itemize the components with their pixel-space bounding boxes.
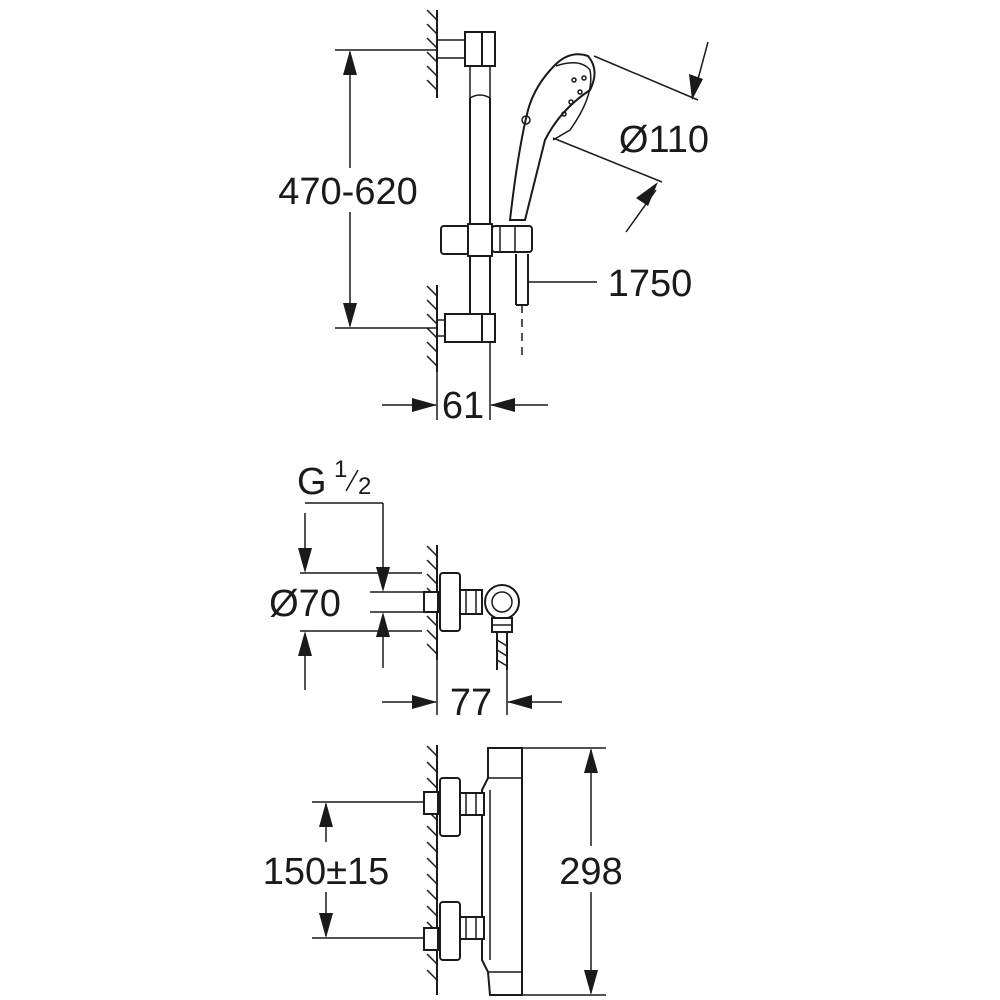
mixer-body — [481, 747, 523, 996]
dim-connection-spacing — [312, 801, 424, 939]
shower-rail — [469, 94, 491, 318]
dim-label-thread-numerator: 1 — [334, 456, 347, 483]
mixer-connection-upper — [423, 777, 485, 837]
dim-handshower-diameter — [552, 41, 709, 233]
rail-bracket-bottom — [437, 313, 496, 343]
dim-label-flange-diameter: Ø70 — [269, 583, 341, 625]
dim-label-wall-projection: 61 — [442, 385, 484, 427]
dim-label-height: 298 — [559, 851, 622, 893]
dim-label-thread-denominator: 2 — [358, 473, 371, 500]
dim-depth — [382, 660, 562, 715]
dim-label-connection-spacing: 150±15 — [263, 851, 390, 893]
wall-hatch-top — [426, 9, 438, 98]
mixer-connection-lower — [423, 901, 485, 961]
wall-hatch-bottom-view — [426, 745, 438, 995]
mixer-side-view: 150±15 298 — [263, 745, 623, 996]
dim-label-hose-length: 1750 — [608, 263, 693, 305]
dim-label-rail-height: 470-620 — [278, 171, 417, 213]
rail-bracket-top — [437, 31, 496, 98]
fraction-slash — [345, 469, 359, 492]
handshower-holder — [440, 223, 533, 257]
mixer-top-view: G 1 2 Ø70 77 — [269, 456, 562, 724]
dim-height — [522, 747, 606, 996]
dim-rail-height — [335, 49, 437, 329]
shower-hose — [515, 254, 529, 358]
dim-flange-diameter — [298, 513, 422, 690]
handshower — [508, 53, 596, 221]
wall-hatch-bottom — [426, 285, 438, 372]
mixer-connection-top — [423, 572, 520, 670]
dim-wall-projection — [382, 342, 548, 420]
dim-label-handshower-diameter: Ø110 — [619, 119, 709, 161]
shower-rail-view: 470-620 Ø110 1750 61 — [278, 9, 709, 427]
dim-label-thread: G — [297, 461, 327, 503]
dim-label-depth: 77 — [450, 682, 492, 724]
